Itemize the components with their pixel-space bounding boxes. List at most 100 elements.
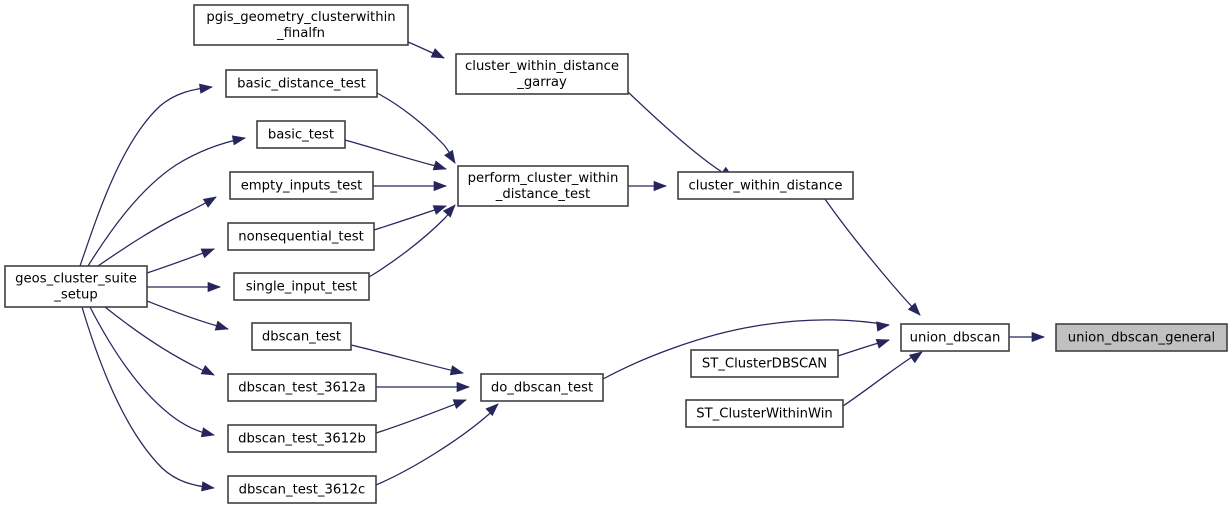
node-box[interactable]: [227, 424, 377, 453]
edge-dbscan_test_3612b-to-do_dbscan_test: [375, 399, 467, 434]
arrowhead: [432, 205, 447, 215]
node-label: dbscan_test_3612a: [238, 381, 365, 396]
node-empty_inputs_test[interactable]: empty_inputs_test: [229, 171, 374, 200]
node-box[interactable]: [233, 272, 370, 301]
edge-geos_cluster_suite_setup-to-dbscan_test_3612b: [89, 306, 215, 436]
edge-dbscan_test-to-do_dbscan_test: [350, 344, 464, 374]
arrowhead: [200, 248, 215, 259]
nodes-layer: pgis_geometry_clusterwithin_finalfnclust…: [4, 4, 1228, 504]
node-label: ST_ClusterWithinWin: [696, 407, 833, 422]
node-box[interactable]: [193, 4, 409, 46]
edge-do_dbscan_test-to-union_dbscan: [602, 319, 890, 380]
node-dbscan_test_3612c[interactable]: dbscan_test_3612c: [227, 475, 377, 504]
arrowhead: [653, 180, 667, 192]
node-label: union_dbscan: [910, 331, 1001, 346]
arrowhead: [442, 204, 456, 218]
node-label: union_dbscan_general: [1068, 331, 1215, 346]
node-box[interactable]: [1055, 323, 1228, 352]
arrowhead: [231, 135, 246, 146]
node-label: _setup: [53, 288, 97, 303]
node-label: dbscan_test_3612c: [239, 483, 366, 498]
node-dbscan_test[interactable]: dbscan_test: [251, 322, 352, 351]
node-geos_cluster_suite_setup[interactable]: geos_cluster_suite _setup: [4, 265, 148, 308]
node-box[interactable]: [251, 322, 352, 351]
node-label: _garray: [516, 75, 567, 90]
node-box[interactable]: [480, 373, 604, 402]
arrowhead: [908, 351, 923, 364]
node-label: ST_ClusterDBSCAN: [702, 357, 827, 372]
node-label: basic_distance_test: [237, 77, 366, 92]
arrowhead: [202, 196, 217, 208]
arrowhead: [444, 149, 456, 164]
node-box[interactable]: [457, 165, 629, 207]
arrowhead: [201, 481, 215, 492]
edge-basic_test-to-perform_cluster_within_distance_test: [344, 139, 447, 170]
node-label: nonsequential_test: [238, 230, 363, 245]
arrowhead: [449, 365, 464, 376]
edge-cluster_within_distance-to-union_dbscan: [824, 198, 921, 316]
edge-single_input_test-to-perform_cluster_within_distance_test: [368, 204, 456, 278]
node-label: basic_test: [268, 128, 334, 143]
arrowhead: [456, 381, 470, 393]
node-label: perform_cluster_within: [468, 171, 619, 186]
node-box[interactable]: [227, 373, 377, 402]
node-label: dbscan_test: [262, 330, 341, 345]
node-union_dbscan_general[interactable]: union_dbscan_general: [1055, 323, 1228, 352]
arrowhead: [207, 281, 221, 293]
arrowhead: [1031, 331, 1045, 343]
node-label: geos_cluster_suite: [15, 271, 137, 286]
edge-cluster_within_distance_garray-to-cluster_within_distance: [627, 91, 734, 179]
arrowhead: [452, 399, 467, 410]
node-basic_distance_test[interactable]: basic_distance_test: [225, 69, 378, 98]
node-box[interactable]: [690, 349, 839, 378]
node-box[interactable]: [227, 222, 375, 251]
node-label: empty_inputs_test: [241, 179, 363, 194]
node-box[interactable]: [455, 53, 629, 95]
edge-geos_cluster_suite_setup-to-basic_distance_test: [79, 86, 213, 267]
edge-ST_ClusterWithinWin-to-union_dbscan: [842, 351, 923, 407]
node-single_input_test[interactable]: single_input_test: [233, 272, 370, 301]
arrowhead: [199, 83, 213, 94]
node-label: _distance_test: [495, 187, 590, 202]
node-box[interactable]: [677, 171, 854, 200]
node-cluster_within_distance_garray[interactable]: cluster_within_distance_garray: [455, 53, 629, 95]
arrowhead: [433, 180, 447, 192]
edge-geos_cluster_suite_setup-to-empty_inputs_test: [97, 196, 217, 267]
node-ST_ClusterDBSCAN[interactable]: ST_ClusterDBSCAN: [690, 349, 839, 378]
node-nonsequential_test[interactable]: nonsequential_test: [227, 222, 375, 251]
arrowhead: [875, 338, 890, 349]
node-label: cluster_within_distance: [465, 59, 619, 74]
node-do_dbscan_test[interactable]: do_dbscan_test: [480, 373, 604, 402]
node-box[interactable]: [4, 265, 148, 308]
node-label: _finalfn: [276, 26, 325, 41]
node-box[interactable]: [227, 475, 377, 504]
node-dbscan_test_3612a[interactable]: dbscan_test_3612a: [227, 373, 377, 402]
edges-layer: [79, 41, 1044, 489]
node-label: pgis_geometry_clusterwithin: [206, 10, 395, 25]
edge-geos_cluster_suite_setup-to-dbscan_test_3612a: [104, 306, 215, 376]
node-pgis_geometry_clusterwithin_finalfn[interactable]: pgis_geometry_clusterwithin_finalfn: [193, 4, 409, 46]
node-cluster_within_distance[interactable]: cluster_within_distance: [677, 171, 854, 200]
arrowhead: [432, 160, 447, 171]
edge-geos_cluster_suite_setup-to-basic_test: [87, 137, 246, 267]
node-label: cluster_within_distance: [689, 179, 843, 194]
node-box[interactable]: [229, 171, 374, 200]
arrowhead: [907, 302, 921, 316]
node-dbscan_test_3612b[interactable]: dbscan_test_3612b: [227, 424, 377, 453]
node-label: dbscan_test_3612b: [238, 432, 366, 447]
node-basic_test[interactable]: basic_test: [256, 120, 346, 149]
node-perform_cluster_within_distance_test[interactable]: perform_cluster_within_distance_test: [457, 165, 629, 207]
node-ST_ClusterWithinWin[interactable]: ST_ClusterWithinWin: [685, 399, 844, 428]
node-box[interactable]: [900, 323, 1010, 352]
arrowhead: [200, 427, 215, 438]
edge-dbscan_test_3612c-to-do_dbscan_test: [375, 403, 499, 486]
node-label: do_dbscan_test: [491, 381, 593, 396]
arrowhead: [214, 320, 229, 331]
node-box[interactable]: [256, 120, 346, 149]
node-box[interactable]: [225, 69, 378, 98]
node-union_dbscan[interactable]: union_dbscan: [900, 323, 1010, 352]
node-label: single_input_test: [246, 280, 357, 295]
node-box[interactable]: [685, 399, 844, 428]
arrowhead: [430, 48, 445, 59]
